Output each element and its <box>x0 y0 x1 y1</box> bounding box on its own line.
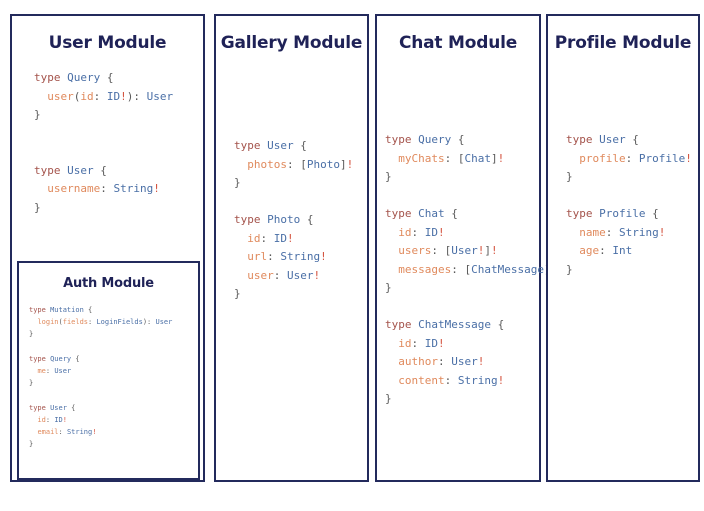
card-auth-module[interactable]: Auth Module type Mutation { login(fields… <box>17 261 200 480</box>
card-title-auth-module: Auth Module <box>63 276 154 291</box>
code-block-gallery-module: type User { photos: [Photo]! } type Phot… <box>234 139 354 300</box>
card-user-module[interactable]: User Module type Query { user(id: ID!): … <box>10 14 205 482</box>
code-block-auth-module: type Mutation { login(fields: LoginField… <box>29 306 173 449</box>
card-gallery-module[interactable]: Gallery Module type User { photos: [Phot… <box>214 14 369 482</box>
card-profile-module[interactable]: Profile Module type User { profile: Prof… <box>546 14 700 482</box>
code-block-profile-module: type User { profile: Profile! } type Pro… <box>566 133 692 276</box>
code-block-user-module: type Query { user(id: ID!): User } type … <box>34 71 174 214</box>
card-title-profile-module: Profile Module <box>554 33 692 53</box>
code-block-chat-module: type Query { myChats: [Chat]! } type Cha… <box>385 133 557 405</box>
card-title-gallery-module: Gallery Module <box>220 33 363 53</box>
card-chat-module[interactable]: Chat Module type Query { myChats: [Chat]… <box>375 14 557 482</box>
card-title-chat-module: Chat Module <box>398 33 518 53</box>
card-title-user-module: User Module <box>48 33 167 53</box>
